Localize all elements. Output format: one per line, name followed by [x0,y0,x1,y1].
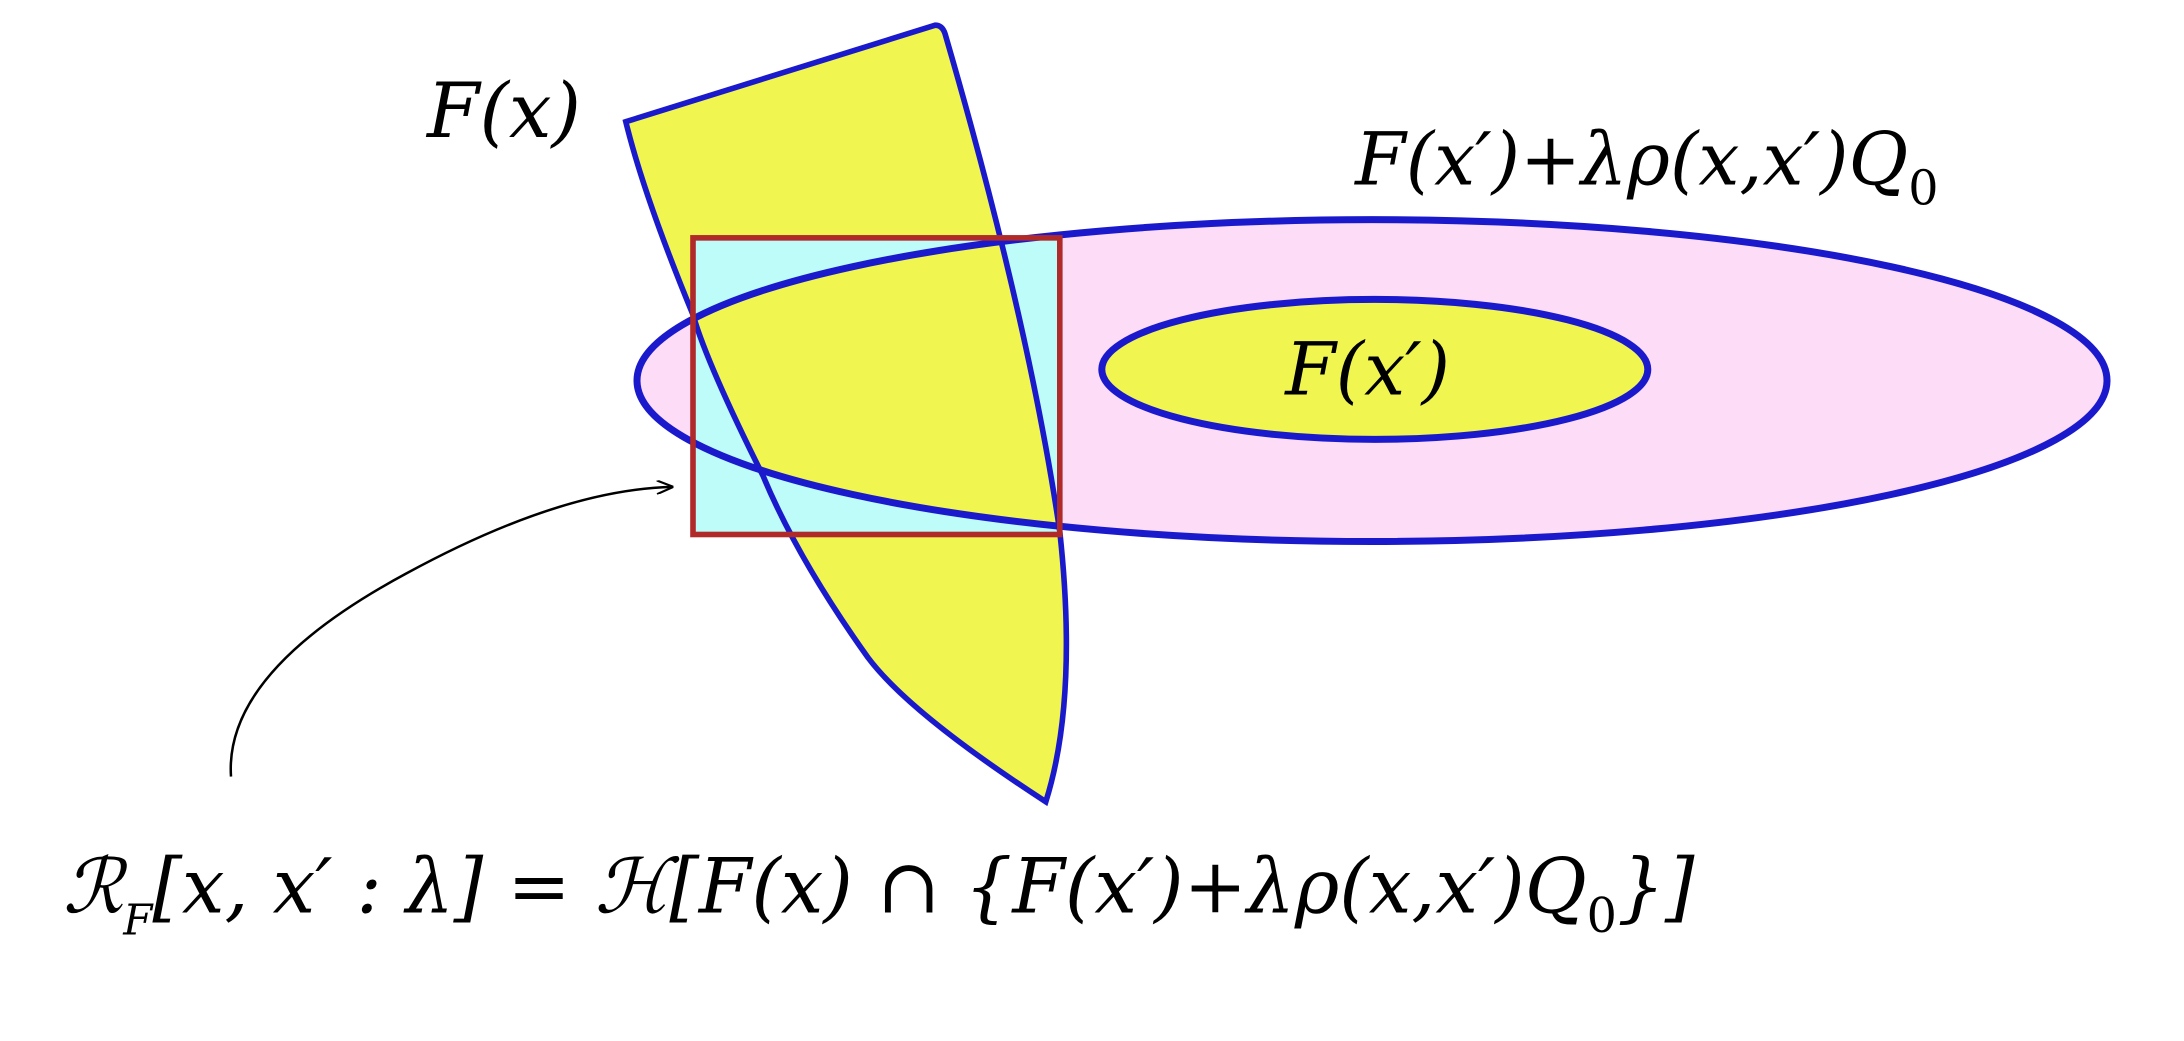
pointer-arrow [229,487,672,777]
hull-rectangle-outline [690,235,1063,538]
formula: ℛF[x, x′ : λ] = ℋ[F(x) ∩ {F(x′)+λρ(x,x′)… [63,842,1695,944]
label-expanded-set: F(x′)+λρ(x,x′)Q0 [1353,118,1938,217]
F-xprime-set [1098,295,1652,443]
label-F-x: F(x) [425,67,581,155]
expanded-set-outline [633,216,2111,545]
label-F-xprime: F(x′) [1283,328,1450,413]
